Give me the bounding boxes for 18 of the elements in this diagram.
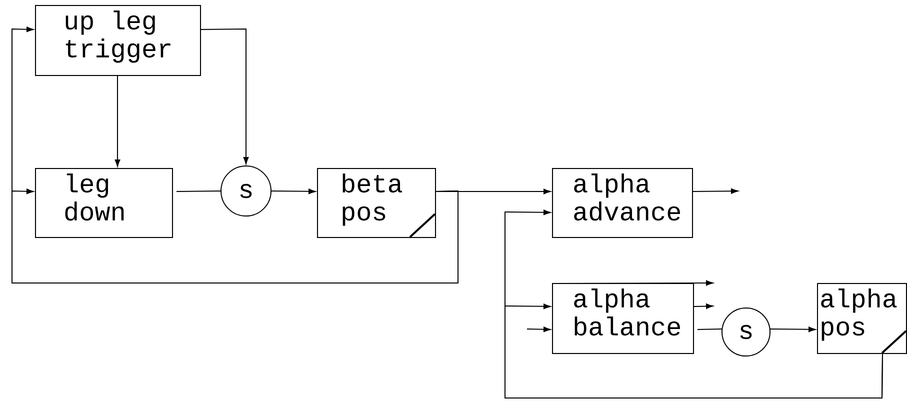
block-box: up leg trigger (35, 5, 201, 76)
arrow (270, 188, 316, 194)
arrow (200, 28, 249, 164)
arrow (693, 304, 714, 309)
connector-line (697, 328, 722, 330)
block-box: beta pos (317, 168, 436, 238)
block-box: alpha pos (817, 283, 907, 354)
block-box: alpha advance (552, 168, 693, 238)
arrow (692, 188, 738, 194)
arrow (770, 326, 816, 332)
block-box: alpha balance (552, 283, 694, 354)
arrow (114, 75, 120, 167)
arrow (526, 326, 551, 332)
arrow (552, 280, 714, 286)
arrow (12, 188, 458, 284)
connector-line (176, 190, 222, 192)
arrow (504, 304, 883, 398)
block-box: leg down (35, 168, 173, 238)
